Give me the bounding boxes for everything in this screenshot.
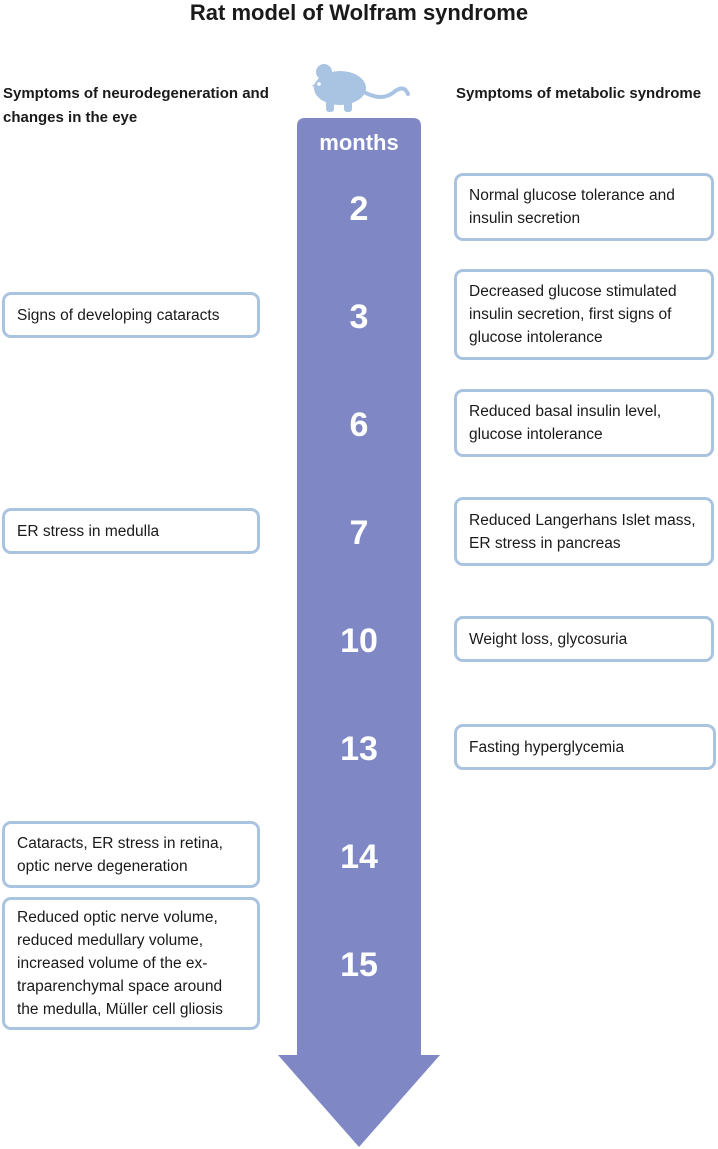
month-tick: 6: [349, 406, 369, 444]
month-tick: 7: [349, 514, 369, 552]
right-symptom-text: Reduced basal insulin level, glucose int…: [469, 403, 662, 443]
right-symptom-box: Decreased glucose stimulated insulin sec…: [454, 269, 714, 360]
left-column-heading: Symptoms of neurodegeneration and change…: [3, 85, 269, 126]
right-symptom-box: Normal glucose tolerance and insulin sec…: [454, 173, 714, 241]
right-symptom-text: Fasting hyperglycemia: [469, 738, 625, 756]
left-symptom-box: Reduced optic nerve volume, reduced medu…: [2, 897, 260, 1030]
month-tick: 15: [340, 946, 378, 984]
month-tick: 13: [340, 730, 378, 768]
left-symptom-box: ER stress in medulla: [2, 508, 260, 554]
right-symptom-box: Fasting hyperglycemia: [454, 724, 716, 770]
right-symptom-box: Reduced basal insulin level, glucose int…: [454, 389, 714, 457]
left-symptom-box: Signs of developing cataracts: [2, 292, 260, 338]
month-tick: 3: [349, 298, 369, 336]
right-symptom-box: Weight loss, glycosuria: [454, 616, 714, 662]
month-tick: 10: [340, 622, 378, 660]
right-symptom-text: Decreased glucose stimulated insulin sec…: [469, 283, 677, 346]
left-symptom-text: ER stress in medulla: [17, 522, 160, 540]
left-symptom-text: Cataracts, ER stress in retina, optic ne…: [17, 834, 223, 875]
left-symptom-text: Signs of developing cataracts: [17, 306, 220, 324]
timeline-arrow-shape: [278, 118, 440, 1147]
right-symptom-text: Normal glucose tolerance and insulin sec…: [469, 187, 675, 227]
right-symptom-box: Reduced Langerhans Islet mass, ER stress…: [454, 497, 714, 566]
left-symptom-box: Cataracts, ER stress in retina, optic ne…: [2, 821, 260, 888]
page-title: Rat model of Wolfram syndrome: [189, 0, 529, 25]
rat-icon: [312, 64, 410, 112]
left-symptom-text: Reduced optic nerve volume, reduced medu…: [17, 909, 223, 1018]
month-tick: 14: [340, 838, 378, 876]
months-axis-label: months: [319, 130, 399, 155]
month-tick: 2: [349, 190, 369, 228]
right-column-heading: Symptoms of metabolic syndrome: [456, 85, 702, 102]
right-symptom-text: Reduced Langerhans Islet mass, ER stress…: [469, 511, 696, 552]
right-symptom-text: Weight loss, glycosuria: [469, 630, 628, 648]
